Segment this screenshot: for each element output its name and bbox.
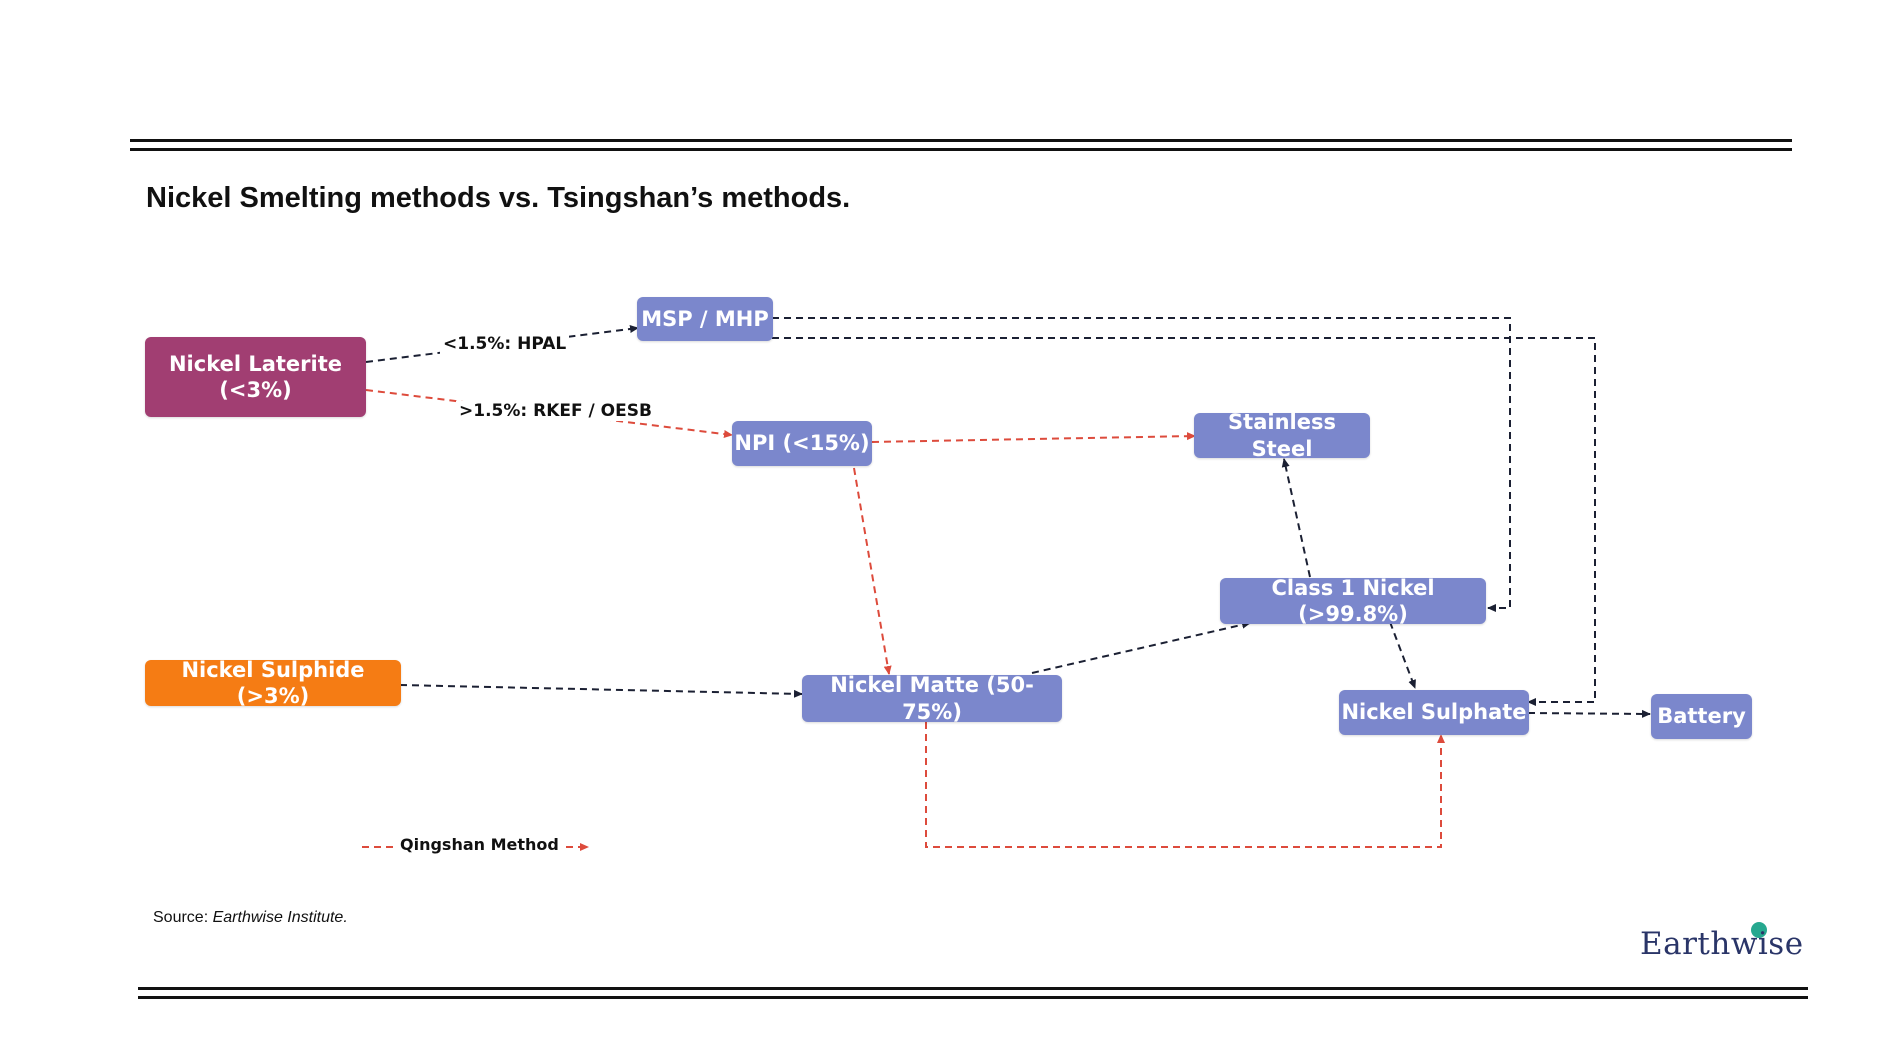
bottom-rule-upper xyxy=(138,987,1808,990)
edge-label-rkef: >1.5%: RKEF / OESB xyxy=(456,401,655,421)
edge-class1-to-sulphate xyxy=(1389,621,1416,689)
edge-npi-to-stainless xyxy=(871,432,1196,443)
edge-class1-to-stainless xyxy=(1281,458,1311,578)
legend-label: Qingshan Method xyxy=(398,835,561,854)
edge-sulphate-to-battery xyxy=(1527,709,1651,718)
edge-npi-to-matte xyxy=(853,467,892,675)
edge-msp-to-class1 xyxy=(772,317,1511,612)
logo-text: Earthwise xyxy=(1640,926,1804,962)
edge-msp-to-sulphate xyxy=(772,337,1596,706)
source-line: Source: Earthwise Institute. xyxy=(153,909,348,927)
edge-matte-to-sulphate xyxy=(925,722,1445,848)
bottom-rule-lower xyxy=(138,996,1808,999)
node-battery: Battery xyxy=(1651,694,1752,739)
node-stainless-steel: Stainless Steel xyxy=(1194,410,1370,461)
node-nickel-sulphide: Nickel Sulphide (>3%) xyxy=(145,658,401,708)
node-npi: NPI (<15%) xyxy=(732,421,872,466)
node-nickel-matte: Nickel Matte (50-75%) xyxy=(802,673,1062,724)
edge-label-hpal: <1.5%: HPAL xyxy=(440,334,570,354)
node-nickel-sulphate: Nickel Sulphate xyxy=(1339,690,1529,735)
top-rule-lower xyxy=(130,148,1792,151)
top-rule-upper xyxy=(130,139,1792,142)
edge-matte-to-class1 xyxy=(1031,620,1251,674)
node-class1-nickel: Class 1 Nickel (>99.8%) xyxy=(1220,576,1486,626)
earthwise-logo: Earthwise xyxy=(1640,922,1803,968)
edge-sulphide-to-matte xyxy=(399,684,803,698)
source-prefix: Source: xyxy=(153,909,209,926)
node-msp-mhp: MSP / MHP xyxy=(637,297,773,341)
page-title: Nickel Smelting methods vs. Tsingshan’s … xyxy=(146,182,851,214)
source-name: Earthwise Institute. xyxy=(212,909,348,926)
logo-dot-icon xyxy=(1751,922,1767,938)
node-nickel-laterite: Nickel Laterite (<3%) xyxy=(145,337,366,417)
